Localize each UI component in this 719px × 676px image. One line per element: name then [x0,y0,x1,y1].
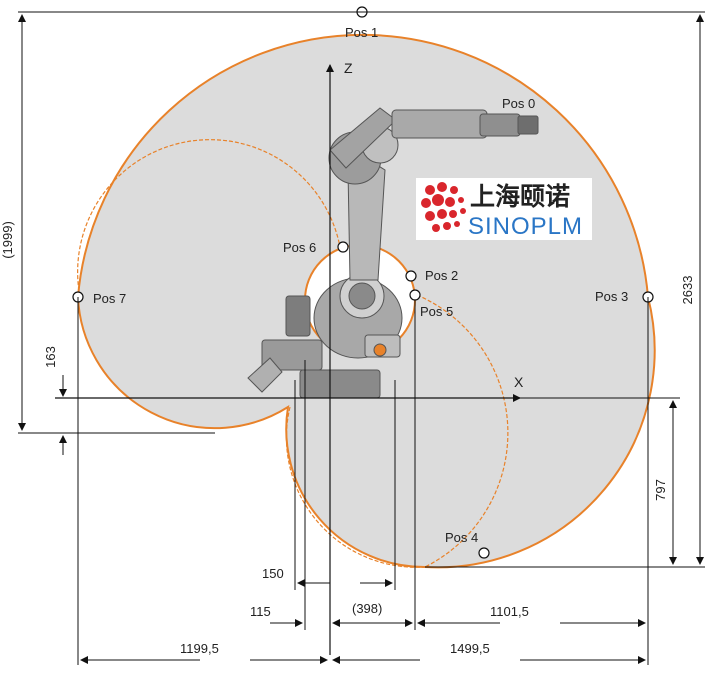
dim-1101-text: 1101,5 [490,604,529,619]
reach-arc-upper-left [77,139,341,298]
x-axis-label: X [514,374,524,390]
pos7-label: Pos 7 [93,291,126,306]
dim-115-text: 115 [250,604,271,619]
sinoplm-logo: 上海颐诺 SINOPLM [416,178,592,240]
dim-163-text: 163 [43,346,58,368]
pos6-label: Pos 6 [283,240,316,255]
dim-150-text: 150 [262,566,284,581]
logo-english-text: SINOPLM [468,213,583,240]
dim-1199-text: 1199,5 [180,641,219,656]
pos4-label: Pos 4 [445,530,478,545]
dim-1999-text: (1999) [0,221,15,259]
dim-1499-text: 1499,5 [450,641,490,656]
robot-silhouette [247,107,539,399]
logo-dots-icon [421,182,466,232]
pos2-label: Pos 2 [425,268,458,283]
logo-chinese-text: 上海颐诺 [470,182,570,211]
pos3-label: Pos 3 [595,289,628,304]
dim-2633-text: 2633 [680,276,695,305]
pos1-label: Pos 1 [345,25,378,40]
pos5-marker [409,289,421,301]
z-axis-label: Z [344,60,353,76]
dim-398-text: (398) [352,601,382,616]
reach-arc-lower-left [285,406,426,568]
pos0-label: Pos 0 [502,96,535,111]
pos6-marker [337,241,349,253]
pos5-label: Pos 5 [420,304,453,319]
pos2-marker [405,270,417,282]
pos4-marker [478,547,490,559]
dim-797-text: 797 [653,479,668,501]
reach-arc-lower-right [416,294,509,568]
